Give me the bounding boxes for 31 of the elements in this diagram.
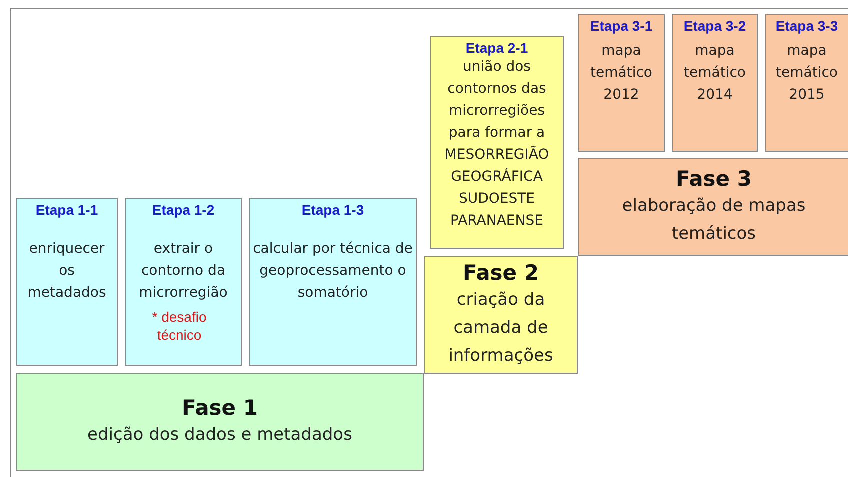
- step-title: Etapa 3-2: [684, 18, 746, 34]
- phase-title: Fase 1: [182, 395, 258, 421]
- step-description: união dos contornos das microrregiões para formar a MESORREGIÃO GEOGRÁFICA SUDOESTE PARANAENSE: [444, 58, 550, 231]
- phase-card: [424, 256, 578, 374]
- step-card: [16, 198, 118, 366]
- step-title: Etapa 2-1: [466, 40, 528, 56]
- phase-description: criação da camada de informações: [448, 289, 554, 368]
- phase-title: Fase 2: [463, 260, 539, 286]
- step-card: [125, 198, 242, 366]
- step-card: [249, 198, 417, 366]
- step-description: mapa temático 2015: [775, 42, 839, 105]
- step-title: Etapa 1-1: [36, 202, 98, 218]
- step-description: calcular por técnica de geoprocessamento o somatório: [253, 240, 413, 303]
- step-title: Etapa 3-3: [776, 18, 838, 34]
- phase-card: [578, 158, 848, 256]
- step-card: [430, 36, 564, 249]
- step-description: enriquecer os metadados: [26, 240, 108, 303]
- phase-description: elaboração de mapas temáticos: [621, 195, 807, 246]
- step-title: Etapa 1-2: [152, 202, 215, 218]
- phase-description: edição dos dados e metadados: [88, 424, 352, 447]
- phase-title: Fase 3: [676, 166, 752, 192]
- step-card: [578, 14, 665, 152]
- step-description: extrair o contorno da microrregião: [138, 240, 229, 303]
- step-description: mapa temático 2014: [683, 42, 747, 105]
- step-title: Etapa 3-1: [590, 18, 653, 34]
- step-title: Etapa 1-3: [302, 202, 364, 218]
- step-description: mapa temático 2012: [590, 42, 654, 105]
- phase-card: [16, 373, 424, 471]
- step-card: [765, 14, 848, 152]
- step-card: [672, 14, 758, 152]
- note-text: * desafio técnico: [151, 308, 208, 344]
